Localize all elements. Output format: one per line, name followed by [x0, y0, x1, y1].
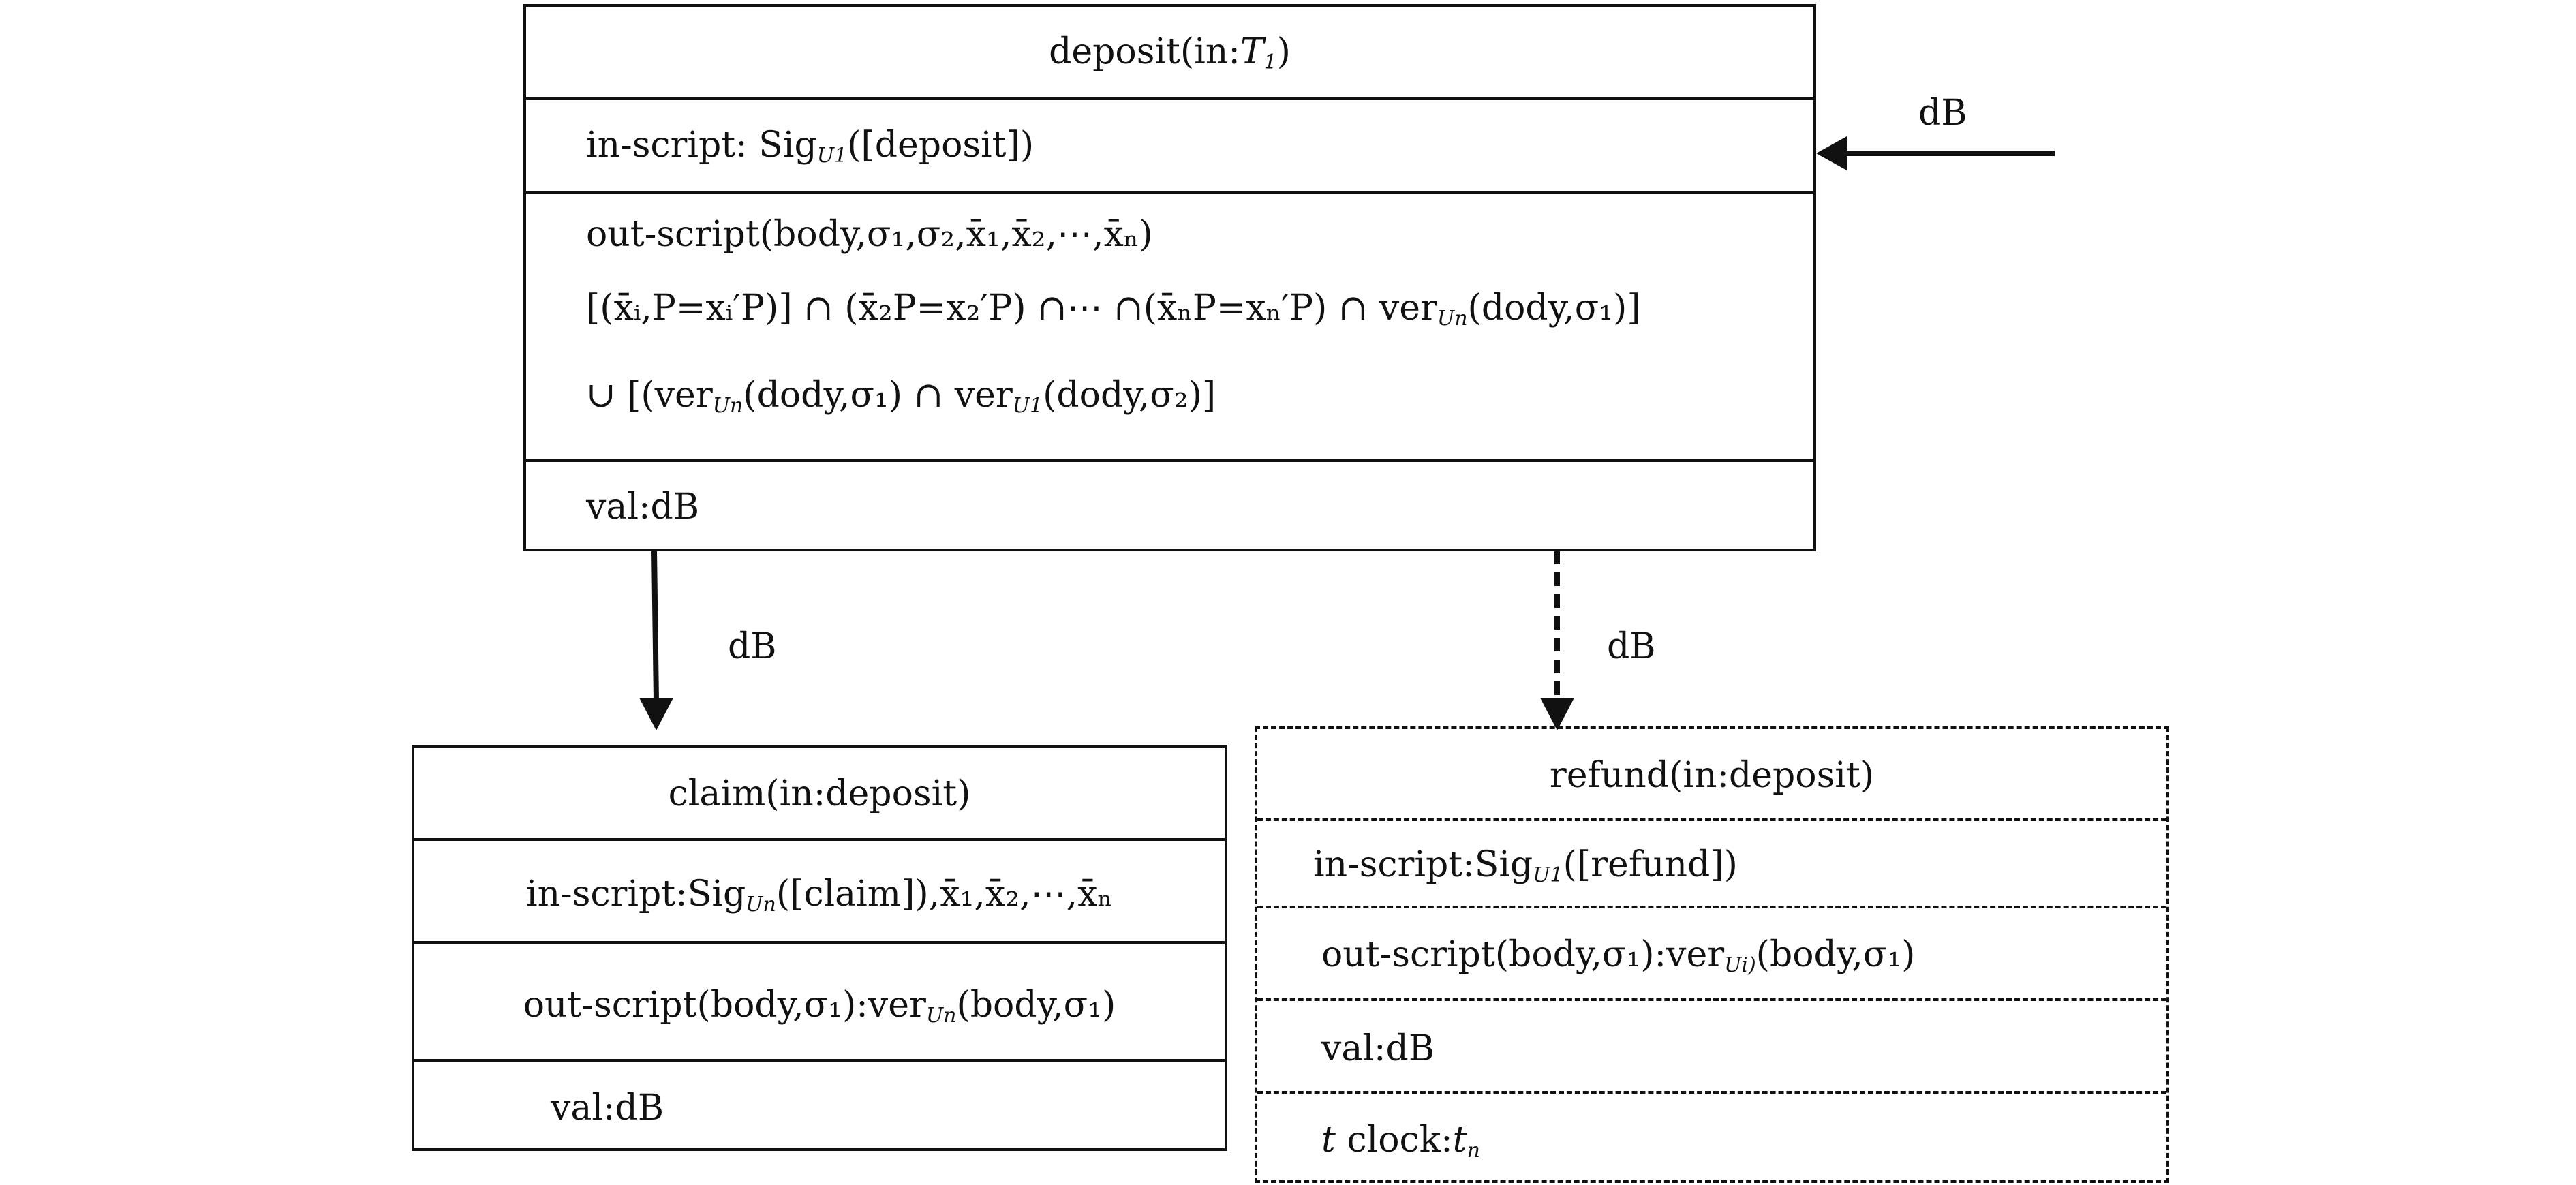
deposit-out-script-row: out-script(body,σ₁,σ₂,x̄₁,x̄₂,⋯,x̄ₙ) [(x… — [526, 194, 1813, 462]
deposit-val: val:dB — [586, 487, 700, 527]
deposit-box: deposit(in:T1) in-script: SigU1([deposit… — [523, 4, 1816, 551]
refund-in-script-row: in-script:SigU1([refund]) — [1257, 821, 2166, 908]
claim-arrow — [651, 550, 659, 703]
claim-box: claim(in:deposit) in-script:SigUn([claim… — [412, 745, 1227, 1151]
claim-in-script: in-script:SigUn([claim]),x̄₁,x̄₂,⋯,x̄ₙ — [526, 874, 1113, 917]
claim-title-row: claim(in:deposit) — [414, 748, 1225, 841]
incoming-arrowhead — [1816, 136, 1847, 170]
deposit-out-script-line1: out-script(body,σ₁,σ₂,x̄₁,x̄₂,⋯,x̄ₙ) — [586, 214, 1153, 255]
claim-in-script-row: in-script:SigUn([claim]),x̄₁,x̄₂,⋯,x̄ₙ — [414, 841, 1225, 944]
deposit-out-script-line2: [(x̄ᵢ,P=xᵢ′P)] ∩ (x̄₂P=x₂′P) ∩⋯ ∩(x̄ₙP=x… — [586, 288, 1641, 330]
claim-title: claim(in:deposit) — [668, 773, 971, 814]
deposit-title-row: deposit(in:T1) — [526, 7, 1813, 100]
claim-out-script-row: out-script(body,σ₁):verUn(body,σ₁) — [414, 944, 1225, 1062]
deposit-title: deposit(in:T1) — [1049, 31, 1291, 74]
refund-val: val:dB — [1321, 1028, 1435, 1069]
claim-val-row: val:dB — [414, 1062, 1225, 1151]
claim-arrowhead — [639, 698, 673, 730]
refund-clock-row: t clock:tn — [1257, 1094, 2166, 1183]
refund-clock: t clock:tn — [1321, 1120, 1480, 1163]
claim-edge-label: dB — [728, 626, 777, 667]
refund-arrowhead — [1540, 698, 1574, 730]
deposit-in-script: in-script: SigU1([deposit]) — [586, 125, 1034, 168]
refund-title-row: refund(in:deposit) — [1257, 729, 2166, 821]
claim-val: val:dB — [551, 1088, 664, 1128]
refund-in-script: in-script:SigU1([refund]) — [1313, 844, 1738, 887]
refund-out-script-row: out-script(body,σ₁):verUi)(body,σ₁) — [1257, 908, 2166, 1001]
refund-val-row: val:dB — [1257, 1001, 2166, 1094]
refund-box: refund(in:deposit) in-script:SigU1([refu… — [1255, 726, 2169, 1183]
incoming-edge-label: dB — [1918, 93, 1967, 134]
refund-out-script: out-script(body,σ₁):verUi)(body,σ₁) — [1321, 934, 1916, 977]
refund-title: refund(in:deposit) — [1549, 755, 1875, 796]
claim-out-script: out-script(body,σ₁):verUn(body,σ₁) — [523, 985, 1116, 1028]
refund-edge-label: dB — [1607, 626, 1656, 667]
deposit-in-script-row: in-script: SigU1([deposit]) — [526, 100, 1813, 194]
deposit-out-script-line3: ∪ [(verUn(dody,σ₁) ∩ verU1(dody,σ₂)] — [586, 375, 1216, 418]
deposit-val-row: val:dB — [526, 462, 1813, 551]
